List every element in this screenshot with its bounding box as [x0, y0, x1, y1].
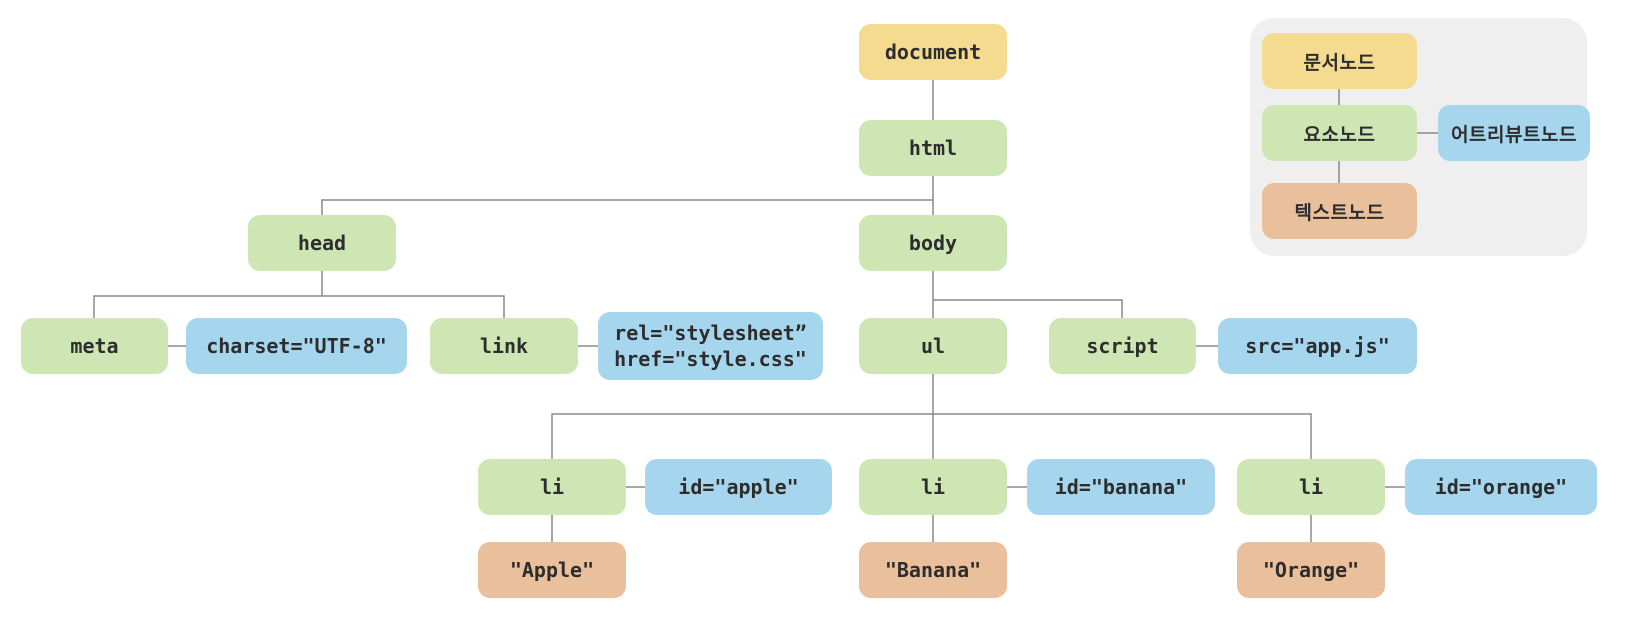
- legend-text-node: 텍스트노드: [1262, 183, 1417, 239]
- node-document: document: [859, 24, 1007, 80]
- text-node-banana: "Banana": [859, 542, 1007, 598]
- node-meta: meta: [21, 318, 168, 374]
- node-link: link: [430, 318, 578, 374]
- attr-node-charset: charset="UTF-8": [186, 318, 407, 374]
- node-body: body: [859, 215, 1007, 271]
- attr-node-src: src="app.js": [1218, 318, 1417, 374]
- node-script: script: [1049, 318, 1196, 374]
- node-html: html: [859, 120, 1007, 176]
- node-ul: ul: [859, 318, 1007, 374]
- attr-node-rel-href: rel="stylesheet” href="style.css": [598, 312, 823, 380]
- legend-element-node: 요소노드: [1262, 105, 1417, 161]
- node-li-banana: li: [859, 459, 1007, 515]
- node-li-apple: li: [478, 459, 626, 515]
- attr-href-line: href="style.css": [614, 347, 807, 371]
- legend-attribute-node: 어트리뷰트노드: [1438, 105, 1590, 161]
- legend-document-node: 문서노드: [1262, 33, 1417, 89]
- attr-node-id-orange: id="orange": [1405, 459, 1597, 515]
- node-li-orange: li: [1237, 459, 1385, 515]
- text-node-orange: "Orange": [1237, 542, 1385, 598]
- attr-node-id-banana: id="banana": [1027, 459, 1215, 515]
- attr-node-id-apple: id="apple": [645, 459, 832, 515]
- node-head: head: [248, 215, 396, 271]
- text-node-apple: "Apple": [478, 542, 626, 598]
- attr-rel-line: rel="stylesheet”: [614, 321, 807, 345]
